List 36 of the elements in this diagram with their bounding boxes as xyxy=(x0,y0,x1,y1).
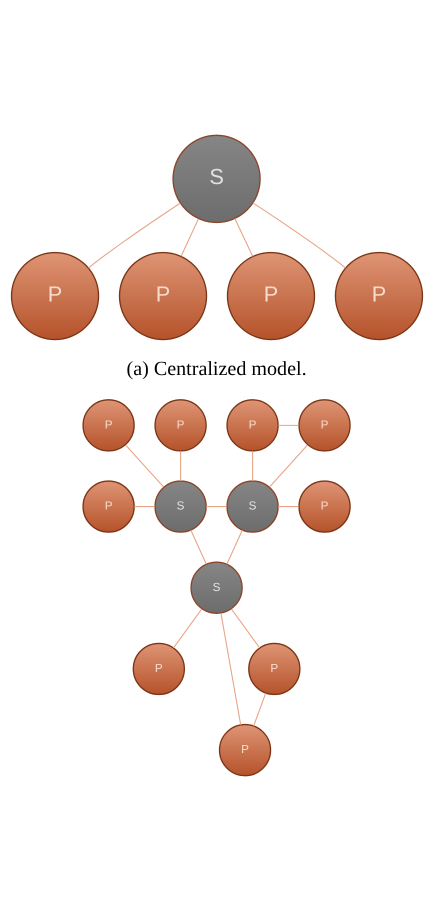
node-circle: P xyxy=(218,723,272,776)
node-circle: P xyxy=(226,251,316,340)
label: (a) Centralized model. xyxy=(126,357,307,380)
node-circle: P xyxy=(10,251,100,340)
node-circle: P xyxy=(132,642,186,695)
node-circle: S xyxy=(226,480,279,532)
node-circle: P xyxy=(334,251,424,340)
connector xyxy=(253,692,266,726)
node-circle: S xyxy=(154,480,207,532)
node-circle: P xyxy=(154,398,207,452)
node-circle: P xyxy=(298,398,351,452)
connector xyxy=(88,202,181,268)
connector xyxy=(234,218,254,256)
node-circle: P xyxy=(226,398,279,452)
connector xyxy=(278,424,299,426)
connector xyxy=(180,218,199,256)
connector xyxy=(180,450,182,480)
connector xyxy=(134,506,155,507)
connector xyxy=(252,450,254,480)
connector xyxy=(278,506,299,507)
connector xyxy=(231,608,260,648)
connector xyxy=(269,444,308,487)
connector xyxy=(190,529,207,564)
node-circle: P xyxy=(248,642,301,695)
node-circle: P xyxy=(298,480,351,532)
connector xyxy=(206,506,227,507)
node-circle: P xyxy=(82,398,135,452)
node-circle: S xyxy=(172,134,261,223)
node-circle: P xyxy=(118,251,208,340)
connector xyxy=(173,608,202,648)
connector xyxy=(226,529,243,564)
node-circle: S xyxy=(190,561,243,614)
connector xyxy=(125,444,164,487)
connector xyxy=(220,612,242,724)
connector xyxy=(252,202,346,268)
node-circle: P xyxy=(82,480,135,532)
